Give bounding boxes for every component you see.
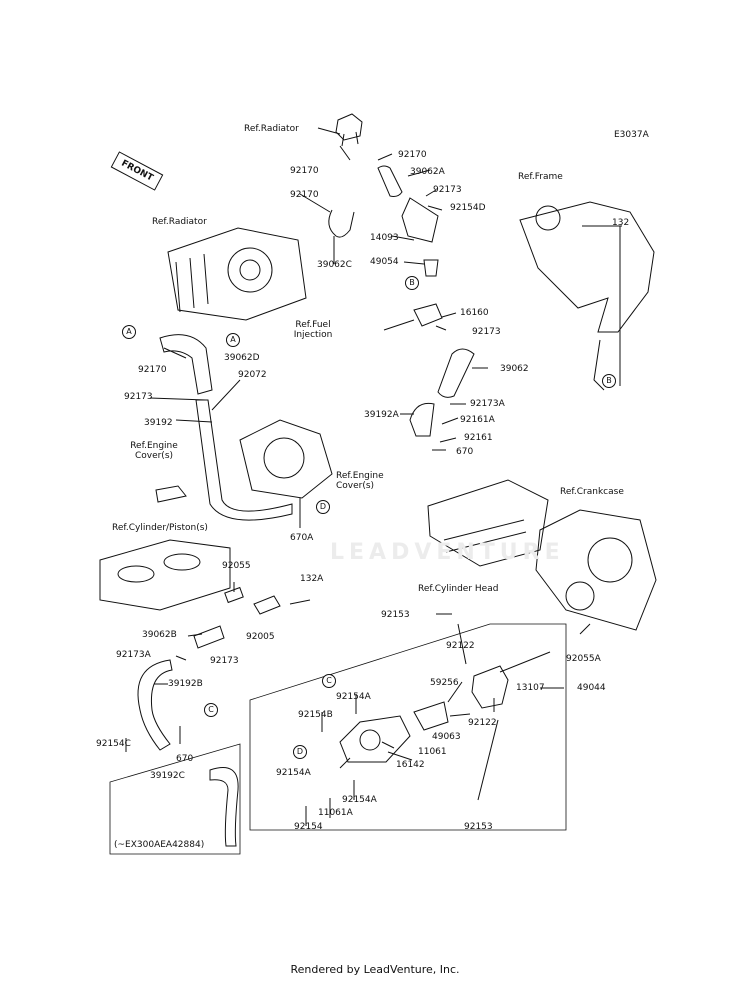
callout-d: D — [316, 500, 330, 514]
callout-c: C — [322, 674, 336, 688]
part-39192: 39192 — [144, 418, 173, 428]
part-92161: 92161 — [464, 433, 493, 443]
radiator-part — [167, 227, 307, 321]
part-670A: 670A — [290, 533, 314, 543]
part-92154A: 92154A — [276, 768, 311, 778]
part-92154D: 92154D — [450, 203, 486, 213]
part-39062: 39062 — [500, 364, 529, 374]
cylinder-part — [99, 539, 231, 611]
ref-frame: Ref.Frame — [518, 172, 563, 182]
crankcase-part — [535, 509, 657, 631]
footer-credit: Rendered by LeadVenture, Inc. — [290, 963, 460, 976]
part-92170: 92170 — [290, 166, 319, 176]
part-92154B: 92154B — [298, 710, 333, 720]
fitting-92005-part — [253, 595, 281, 615]
part-49044: 49044 — [577, 683, 606, 693]
part-16142: 16142 — [396, 760, 425, 770]
callout-b: B — [405, 276, 419, 290]
ref-engine-cover-right: Ref.Engine Cover(s) — [336, 471, 384, 491]
hose-39062A-part — [377, 165, 403, 197]
part-39062A: 39062A — [410, 167, 445, 177]
callout-b: B — [602, 374, 616, 388]
part-670: 670 — [456, 447, 474, 457]
hose-39062B-part — [193, 625, 225, 649]
callout-c: C — [204, 703, 218, 717]
ref-radiator-top: Ref.Radiator — [244, 124, 299, 134]
part-92154C: 92154C — [96, 739, 131, 749]
hose-39062-part — [437, 348, 475, 398]
part-92173A: 92173A — [470, 399, 505, 409]
ex300-frame — [109, 743, 241, 855]
pump-cover-part — [339, 715, 411, 763]
part-39062C: 39062C — [317, 260, 352, 270]
part-92055A: 92055A — [566, 654, 601, 664]
part-16160: 16160 — [460, 308, 489, 318]
ref-crankcase: Ref.Crankcase — [560, 487, 624, 497]
ref-cylinder-head: Ref.Cylinder Head — [418, 584, 499, 594]
hose-39062C-part — [328, 209, 355, 238]
pipe-39192A-part — [409, 402, 435, 437]
part-92161A: 92161A — [460, 415, 495, 425]
part-39062B: 39062B — [142, 630, 177, 640]
part-92170: 92170 — [138, 365, 167, 375]
part-92154: 92154 — [294, 822, 323, 832]
part-11061: 11061 — [418, 747, 447, 757]
part-59256: 59256 — [430, 678, 459, 688]
part-92154A: 92154A — [342, 795, 377, 805]
part-92170: 92170 — [398, 150, 427, 160]
callout-a: A — [226, 333, 240, 347]
part-11061A: 11061A — [318, 808, 353, 818]
radiator-cap-part — [335, 113, 363, 141]
part-49063: 49063 — [432, 732, 461, 742]
part-39192A: 39192A — [364, 410, 399, 420]
part-92173: 92173 — [433, 185, 462, 195]
part-39192C: 39192C — [150, 771, 185, 781]
part-14093: 14093 — [370, 233, 399, 243]
thermostat-part — [423, 259, 439, 277]
shaft-13107-part — [499, 651, 551, 673]
watermark: LEADVENTURE — [330, 540, 565, 565]
part-92122: 92122 — [446, 641, 475, 651]
part-13107: 13107 — [516, 683, 545, 693]
part-92170: 92170 — [290, 190, 319, 200]
part-92005: 92005 — [246, 632, 275, 642]
part-92173A: 92173A — [116, 650, 151, 660]
part-132A: 132A — [300, 574, 324, 584]
part-39192B: 39192B — [168, 679, 203, 689]
part-92055: 92055 — [222, 561, 251, 571]
callout-d: D — [293, 745, 307, 759]
ref-radiator-left: Ref.Radiator — [152, 217, 207, 227]
part-92153: 92153 — [381, 610, 410, 620]
ref-fuel-injection: Ref.Fuel Injection — [293, 320, 333, 340]
thermostat-housing-part — [401, 197, 439, 243]
part-92153: 92153 — [464, 822, 493, 832]
engine-cover-part — [239, 419, 333, 499]
water-pump-body-part — [471, 665, 509, 709]
part-670: 670 — [176, 754, 194, 764]
part-132: 132 — [612, 218, 630, 228]
part-92173: 92173 — [472, 327, 501, 337]
ref-engine-cover-left: Ref.Engine Cover(s) — [130, 441, 178, 461]
fitting-16160-part — [413, 303, 443, 327]
ref-ex300: (~EX300AEA42884) — [114, 840, 205, 850]
part-92122: 92122 — [468, 718, 497, 728]
cylinder-head-part — [427, 479, 549, 567]
hose-39062D-part — [159, 334, 213, 395]
part-92173: 92173 — [124, 392, 153, 402]
part-92072: 92072 — [238, 370, 267, 380]
impeller-part — [413, 701, 449, 731]
part-92154A: 92154A — [336, 692, 371, 702]
water-pump-frame — [249, 623, 567, 831]
diagram-code: E3037A — [614, 130, 649, 140]
hose-39192C-part — [209, 767, 239, 847]
hose-39192B-part — [137, 659, 173, 751]
part-92173: 92173 — [210, 656, 239, 666]
part-49054: 49054 — [370, 257, 399, 267]
pipe-39192-part — [195, 399, 293, 521]
ref-cylinder-piston: Ref.Cylinder/Piston(s) — [112, 523, 208, 533]
part-39062D: 39062D — [224, 353, 260, 363]
frame-part — [519, 201, 655, 333]
callout-a: A — [122, 325, 136, 339]
